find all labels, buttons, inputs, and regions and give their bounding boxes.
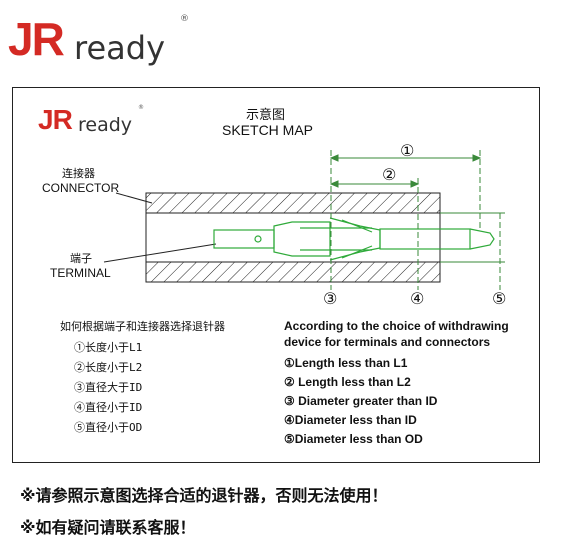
legend-cn-item-2: ②长度小于L2 bbox=[74, 361, 143, 374]
connector-label-cn: 连接器 bbox=[62, 167, 95, 180]
connector-body bbox=[145, 192, 441, 283]
terminal-label-cn: 端子 bbox=[70, 252, 92, 265]
sketch-frame bbox=[12, 87, 540, 463]
marker-2: ② bbox=[382, 165, 397, 184]
legend-cn: 如何根据端子和连接器选择退针器 ①长度小于L1 ②长度小于L2 ③直径大于ID … bbox=[60, 318, 270, 438]
legend-cn-item-3: ③直径大于ID bbox=[74, 381, 143, 394]
legend-cn-item-1: ①长度小于L1 bbox=[74, 341, 143, 354]
legend-en-item-4: ④Diameter less than ID bbox=[284, 413, 417, 427]
marker-1: ① bbox=[400, 141, 415, 160]
legend-en-item-2: ② Length less than L2 bbox=[284, 375, 411, 389]
inner-logo-ready: ready bbox=[78, 114, 133, 136]
terminal-shape bbox=[213, 217, 495, 261]
legend-en: According to the choice of withdrawing d… bbox=[284, 318, 529, 449]
inner-brand-logo: JR ready ® bbox=[38, 104, 148, 138]
diagram-title-en: SKETCH MAP bbox=[222, 122, 314, 138]
inner-registered-mark: ® bbox=[138, 104, 144, 111]
brand-registered-mark: ® bbox=[180, 14, 189, 24]
contact-note: ※如有疑问请联系客服！ bbox=[20, 518, 196, 537]
brand-logo-ready: ready bbox=[74, 29, 165, 67]
legend-en-item-5: ⑤Diameter less than OD bbox=[284, 432, 423, 446]
connector-label-en: CONNECTOR bbox=[42, 181, 120, 195]
terminal-label-en: TERMINAL bbox=[50, 266, 111, 280]
terminal-leader-line bbox=[103, 243, 217, 263]
legend-cn-heading: 如何根据端子和连接器选择退针器 bbox=[60, 320, 225, 333]
brand-logo-jr: JR bbox=[8, 13, 65, 65]
legend-en-heading-line1: According to the choice of withdrawing bbox=[284, 319, 509, 333]
dimension-lines bbox=[329, 150, 505, 290]
legend-en-heading-line2: device for terminals and connectors bbox=[284, 335, 491, 349]
legend-en-item-1: ①Length less than L1 bbox=[284, 356, 408, 370]
marker-3: ③ bbox=[323, 289, 338, 308]
legend-cn-item-4: ④直径小于ID bbox=[74, 401, 143, 414]
connector-leader-line bbox=[115, 192, 153, 204]
marker-4: ④ bbox=[410, 289, 425, 308]
legend-en-item-3: ③ Diameter greater than ID bbox=[284, 394, 438, 408]
marker-5: ⑤ bbox=[492, 289, 507, 308]
diagram-title-cn: 示意图 bbox=[246, 108, 286, 123]
legend-cn-item-5: ⑤直径小于OD bbox=[74, 421, 143, 434]
brand-logo: JR ready ® bbox=[8, 13, 198, 67]
inner-logo-jr: JR bbox=[38, 104, 73, 135]
usage-note: ※请参照示意图选择合适的退针器，否则无法使用！ bbox=[20, 486, 388, 505]
